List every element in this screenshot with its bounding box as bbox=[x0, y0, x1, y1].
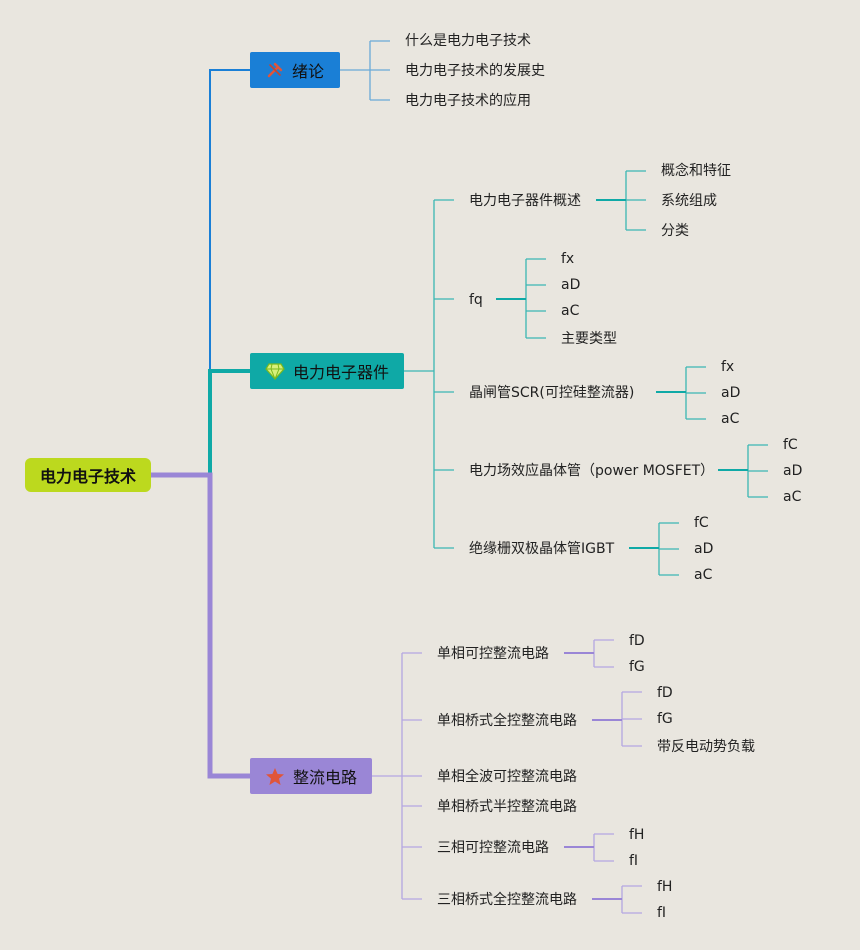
branch-topic-label: 绪论 bbox=[291, 62, 324, 81]
leaf-topic[interactable]: fH bbox=[629, 827, 645, 843]
leaf-topic[interactable]: fI bbox=[657, 905, 667, 921]
leaf-topic[interactable]: aD bbox=[721, 385, 741, 401]
leaf-topic[interactable]: 概念和特征 bbox=[661, 163, 731, 179]
leaf-topic[interactable]: 主要类型 bbox=[561, 331, 617, 347]
leaf-topic[interactable]: aD bbox=[561, 277, 581, 293]
subtopic[interactable]: 三相可控整流电路 bbox=[437, 840, 549, 856]
star-icon bbox=[265, 767, 285, 786]
leaf-topic[interactable]: aC bbox=[694, 567, 713, 583]
leaf-topic[interactable]: fx bbox=[561, 251, 575, 267]
subtopic[interactable]: 绝缘栅双极晶体管IGBT bbox=[469, 541, 615, 557]
leaf-topic[interactable]: aD bbox=[694, 541, 714, 557]
leaf-topic[interactable]: fC bbox=[783, 437, 798, 453]
subtopic[interactable]: 单相可控整流电路 bbox=[437, 646, 549, 662]
branch-topic-label: 电力电子器件 bbox=[292, 363, 389, 382]
branch-topic-label: 整流电路 bbox=[292, 768, 357, 787]
subtopic[interactable]: 三相桥式全控整流电路 bbox=[437, 892, 577, 908]
subtopic[interactable]: 单相桥式全控整流电路 bbox=[437, 713, 577, 729]
leaf-topic[interactable]: aD bbox=[783, 463, 803, 479]
subtopic[interactable]: 电力电子技术的发展史 bbox=[405, 63, 545, 79]
leaf-topic[interactable]: 分类 bbox=[661, 223, 689, 239]
root-topic[interactable]: 电力电子技术 bbox=[25, 458, 151, 492]
subtopic[interactable]: 电力电子技术的应用 bbox=[405, 93, 531, 109]
leaf-topic[interactable]: 系统组成 bbox=[661, 193, 717, 209]
leaf-topic[interactable]: fG bbox=[629, 659, 645, 675]
branch-topic-rectifier[interactable]: 整流电路 bbox=[250, 758, 372, 794]
subtopic[interactable]: 晶闸管SCR(可控硅整流器) bbox=[469, 385, 635, 401]
leaf-topic[interactable]: fD bbox=[629, 633, 645, 649]
subtopic[interactable]: 单相全波可控整流电路 bbox=[437, 769, 577, 785]
leaf-topic[interactable]: aC bbox=[783, 489, 802, 505]
leaf-topic[interactable]: fx bbox=[721, 359, 735, 375]
subtopic[interactable]: fq bbox=[469, 292, 483, 308]
branch-topic-intro[interactable]: 绪论 bbox=[250, 52, 340, 88]
branch-topic-devices[interactable]: 电力电子器件 bbox=[250, 353, 404, 389]
leaf-topic[interactable]: aC bbox=[561, 303, 580, 319]
leaf-topic[interactable]: fG bbox=[657, 711, 673, 727]
tools-icon bbox=[266, 61, 284, 79]
subtopic[interactable]: 电力电子器件概述 bbox=[469, 193, 581, 209]
leaf-topic[interactable]: fH bbox=[657, 879, 673, 895]
leaf-topic[interactable]: 带反电动势负载 bbox=[657, 739, 755, 755]
leaf-topic[interactable]: fI bbox=[629, 853, 639, 869]
subtopic[interactable]: 电力场效应晶体管（power MOSFET） bbox=[469, 463, 715, 479]
leaf-topic[interactable]: fC bbox=[694, 515, 709, 531]
root-topic-label: 电力电子技术 bbox=[39, 467, 136, 486]
subtopic[interactable]: 什么是电力电子技术 bbox=[405, 33, 531, 49]
gem-icon bbox=[265, 362, 285, 380]
subtopic[interactable]: 单相桥式半控整流电路 bbox=[437, 799, 577, 815]
leaf-topic[interactable]: fD bbox=[657, 685, 673, 701]
leaf-topic[interactable]: aC bbox=[721, 411, 740, 427]
